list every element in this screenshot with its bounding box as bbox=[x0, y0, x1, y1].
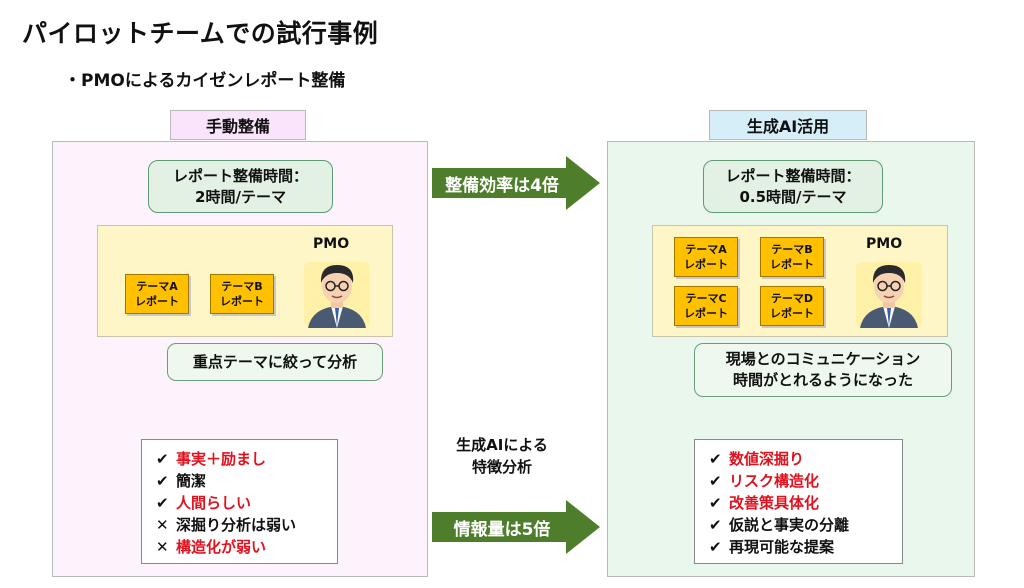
pmo-avatar-icon bbox=[850, 256, 928, 328]
list-item-text: 仮説と事実の分離 bbox=[729, 516, 850, 534]
check-icon: ✔ bbox=[156, 450, 169, 468]
report-title: テーマC bbox=[685, 292, 727, 305]
pmo-avatar-icon bbox=[298, 256, 376, 328]
manual-feature-list: ✔ 事実＋励まし ✔ 簡潔 ✔ 人間らしい ✕ 深掘り分析は弱い ✕ 構造化が弱い bbox=[141, 439, 338, 564]
check-icon: ✔ bbox=[156, 494, 169, 512]
ai-report-note: テーマC レポート bbox=[674, 286, 738, 326]
list-item-text: 構造化が弱い bbox=[176, 538, 267, 556]
report-subtitle: レポート bbox=[135, 295, 179, 308]
list-item-text: 改善策具体化 bbox=[729, 494, 820, 512]
list-item-text: 数値深掘り bbox=[729, 450, 805, 468]
check-icon: ✔ bbox=[156, 472, 169, 490]
ai-analysis-line2: 特徴分析 bbox=[471, 458, 532, 476]
efficiency-arrow-text: 整備効率は4倍 bbox=[445, 175, 559, 196]
list-item: ✔ 簡潔 bbox=[156, 470, 323, 492]
list-item-text: 簡潔 bbox=[176, 472, 207, 490]
ai-pmo-label: PMO bbox=[866, 236, 903, 252]
ai-analysis-line1: 生成AIによる bbox=[456, 436, 548, 454]
ai-feature-list: ✔ 数値深掘り ✔ リスク構造化 ✔ 改善策具体化 ✔ 仮説と事実の分離 ✔ 再現可能な提… bbox=[694, 439, 903, 564]
list-item: ✔ リスク構造化 bbox=[709, 470, 888, 492]
list-item-text: 人間らしい bbox=[176, 494, 252, 512]
cross-icon: ✕ bbox=[156, 538, 169, 556]
list-item: ✔ 再現可能な提案 bbox=[709, 536, 888, 558]
report-title: テーマB bbox=[221, 280, 263, 293]
check-icon: ✔ bbox=[709, 450, 722, 468]
page-title: パイロットチームでの試行事例 bbox=[22, 19, 379, 48]
list-item: ✕ 構造化が弱い bbox=[156, 536, 323, 558]
report-subtitle: レポート bbox=[770, 307, 814, 320]
ai-tab-label: 生成AI活用 bbox=[709, 110, 867, 140]
information-arrow: 情報量は5倍 bbox=[432, 500, 600, 554]
manual-report-note: テーマB レポート bbox=[210, 274, 274, 314]
manual-bubble: 重点テーマに絞って分析 bbox=[167, 343, 383, 381]
report-subtitle: レポート bbox=[684, 258, 728, 271]
check-icon: ✔ bbox=[709, 472, 722, 490]
ai-time-box: レポート整備時間： 0.5時間/テーマ bbox=[703, 160, 883, 213]
manual-time-line1: レポート整備時間： bbox=[172, 166, 308, 185]
report-title: テーマA bbox=[136, 280, 178, 293]
list-item: ✕ 深掘り分析は弱い bbox=[156, 514, 323, 536]
ai-report-note: テーマA レポート bbox=[674, 237, 738, 277]
report-title: テーマA bbox=[685, 243, 727, 256]
ai-report-note: テーマD レポート bbox=[760, 286, 824, 326]
manual-pmo-label: PMO bbox=[313, 236, 350, 252]
information-arrow-text: 情報量は5倍 bbox=[453, 519, 551, 540]
ai-time-line1: レポート整備時間： bbox=[725, 166, 861, 185]
page-subtitle: ・PMOによるカイゼンレポート整備 bbox=[64, 71, 346, 91]
report-subtitle: レポート bbox=[220, 295, 264, 308]
cross-icon: ✕ bbox=[156, 516, 169, 534]
report-subtitle: レポート bbox=[684, 307, 728, 320]
manual-time-line2: 2時間/テーマ bbox=[195, 187, 286, 206]
check-icon: ✔ bbox=[709, 494, 722, 512]
manual-report-note: テーマA レポート bbox=[125, 274, 189, 314]
list-item-text: リスク構造化 bbox=[729, 472, 820, 490]
list-item-text: 事実＋励まし bbox=[176, 450, 267, 468]
manual-bubble-text: 重点テーマに絞って分析 bbox=[192, 352, 358, 371]
report-title: テーマD bbox=[770, 292, 814, 305]
list-item: ✔ 事実＋励まし bbox=[156, 448, 323, 470]
list-item: ✔ 人間らしい bbox=[156, 492, 323, 514]
check-icon: ✔ bbox=[709, 538, 722, 556]
list-item: ✔ 数値深掘り bbox=[709, 448, 888, 470]
list-item: ✔ 改善策具体化 bbox=[709, 492, 888, 514]
efficiency-arrow: 整備効率は4倍 bbox=[432, 156, 600, 210]
list-item: ✔ 仮説と事実の分離 bbox=[709, 514, 888, 536]
manual-tab-label: 手動整備 bbox=[170, 110, 306, 140]
ai-report-note: テーマB レポート bbox=[760, 237, 824, 277]
report-title: テーマB bbox=[771, 243, 813, 256]
ai-time-line2: 0.5時間/テーマ bbox=[739, 187, 847, 206]
check-icon: ✔ bbox=[709, 516, 722, 534]
list-item-text: 深掘り分析は弱い bbox=[176, 516, 297, 534]
list-item-text: 再現可能な提案 bbox=[729, 538, 835, 556]
report-subtitle: レポート bbox=[770, 258, 814, 271]
ai-analysis-label: 生成AIによる 特徴分析 bbox=[432, 434, 572, 478]
manual-time-box: レポート整備時間： 2時間/テーマ bbox=[148, 160, 333, 213]
ai-bubble-line1: 現場とのコミュニケーション bbox=[725, 350, 921, 368]
ai-bubble-line2: 時間がとれるようになった bbox=[732, 371, 913, 389]
ai-bubble: 現場とのコミュニケーション 時間がとれるようになった bbox=[694, 343, 952, 397]
